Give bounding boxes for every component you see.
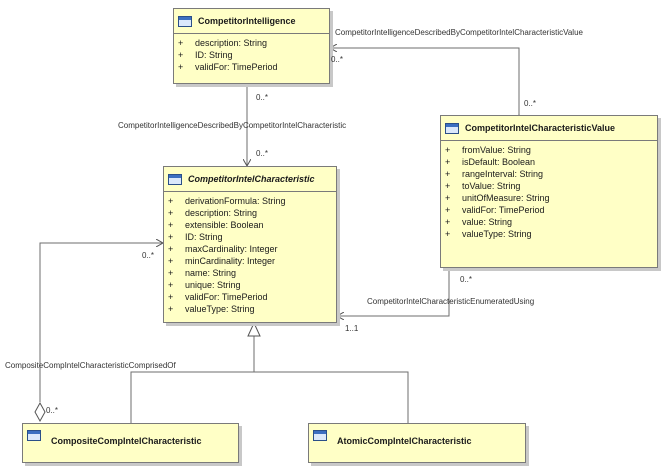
attribute: +ID: String	[168, 232, 223, 242]
class-name: CompetitorIntelCharacteristicValue	[465, 123, 616, 133]
attribute-list: +derivationFormula: String +description:…	[164, 192, 336, 315]
class-competitor-intel-characteristic[interactable]: CompetitorIntelCharacteristic +derivatio…	[163, 166, 337, 323]
generalization-triangle	[247, 321, 261, 337]
multiplicity: 0..*	[256, 93, 269, 102]
class-composite-comp-intel-characteristic[interactable]: CompositeCompIntelCharacteristic	[22, 423, 239, 463]
class-competitor-intelligence[interactable]: CompetitorIntelligence +description: Str…	[173, 8, 330, 84]
attribute: +description: String	[178, 38, 268, 48]
attribute: +isDefault: Boolean	[445, 157, 536, 167]
assoc-line-enumerated-using	[337, 268, 449, 316]
class-icon	[313, 430, 327, 441]
class-header: CompetitorIntelligence	[174, 9, 329, 34]
association-name: CompositeCompIntelCharacteristicComprise…	[5, 361, 176, 370]
attribute: +value: String	[445, 217, 513, 227]
class-header: AtomicCompIntelCharacteristic	[309, 424, 525, 468]
multiplicity: 0..*	[46, 406, 59, 415]
association-name: CompetitorIntelligenceDescribedByCompeti…	[118, 121, 347, 130]
attribute: +valueType: String	[168, 304, 255, 314]
attribute-list: +fromValue: String +isDefault: Boolean +…	[441, 141, 657, 240]
attribute: +name: String	[168, 268, 237, 278]
attribute: +extensible: Boolean	[168, 220, 264, 230]
multiplicity: 0..*	[331, 55, 344, 64]
class-competitor-intel-characteristic-value[interactable]: CompetitorIntelCharacteristicValue +from…	[440, 115, 658, 268]
multiplicity: 0..*	[256, 149, 269, 158]
assoc-line-intel-value	[330, 48, 519, 115]
class-name: CompositeCompIntelCharacteristic	[51, 436, 202, 446]
association-name: CompetitorIntelligenceDescribedByCompeti…	[335, 28, 583, 37]
class-icon	[178, 15, 192, 27]
attribute-list: +description: String +ID: String +validF…	[174, 34, 329, 73]
multiplicity: 1..1	[345, 324, 359, 333]
class-atomic-comp-intel-characteristic[interactable]: AtomicCompIntelCharacteristic	[308, 423, 526, 463]
attribute: +minCardinality: Integer	[168, 256, 276, 266]
class-name: CompetitorIntelCharacteristic	[188, 174, 315, 184]
class-header: CompetitorIntelCharacteristicValue	[441, 116, 657, 141]
attribute: +toValue: String	[445, 181, 521, 191]
aggregation-diamond	[34, 401, 46, 423]
attribute: +unitOfMeasure: String	[445, 193, 550, 203]
attribute: +maxCardinality: Integer	[168, 244, 278, 254]
multiplicity: 0..*	[524, 99, 537, 108]
generalization-branches	[130, 371, 409, 423]
attribute: +derivationFormula: String	[168, 196, 286, 206]
class-header: CompositeCompIntelCharacteristic	[23, 424, 238, 468]
multiplicity: 0..*	[142, 251, 155, 260]
attribute: +validFor: TimePeriod	[445, 205, 545, 215]
class-icon	[27, 430, 41, 441]
assoc-line-comprised-of	[39, 243, 163, 402]
attribute: +ID: String	[178, 50, 233, 60]
multiplicity: 0..*	[460, 275, 473, 284]
attribute: +fromValue: String	[445, 145, 531, 155]
attribute: +validFor: TimePeriod	[178, 62, 278, 72]
attribute: +validFor: TimePeriod	[168, 292, 268, 302]
class-name: AtomicCompIntelCharacteristic	[337, 436, 472, 446]
attribute: +valueType: String	[445, 229, 532, 239]
class-header: CompetitorIntelCharacteristic	[164, 167, 336, 192]
attribute: +unique: String	[168, 280, 241, 290]
class-name: CompetitorIntelligence	[198, 16, 296, 26]
attribute: +rangeInterval: String	[445, 169, 544, 179]
class-icon	[168, 173, 182, 185]
attribute: +description: String	[168, 208, 258, 218]
class-icon	[445, 122, 459, 134]
association-name: CompetitorIntelCharacteristicEnumeratedU…	[367, 297, 535, 306]
